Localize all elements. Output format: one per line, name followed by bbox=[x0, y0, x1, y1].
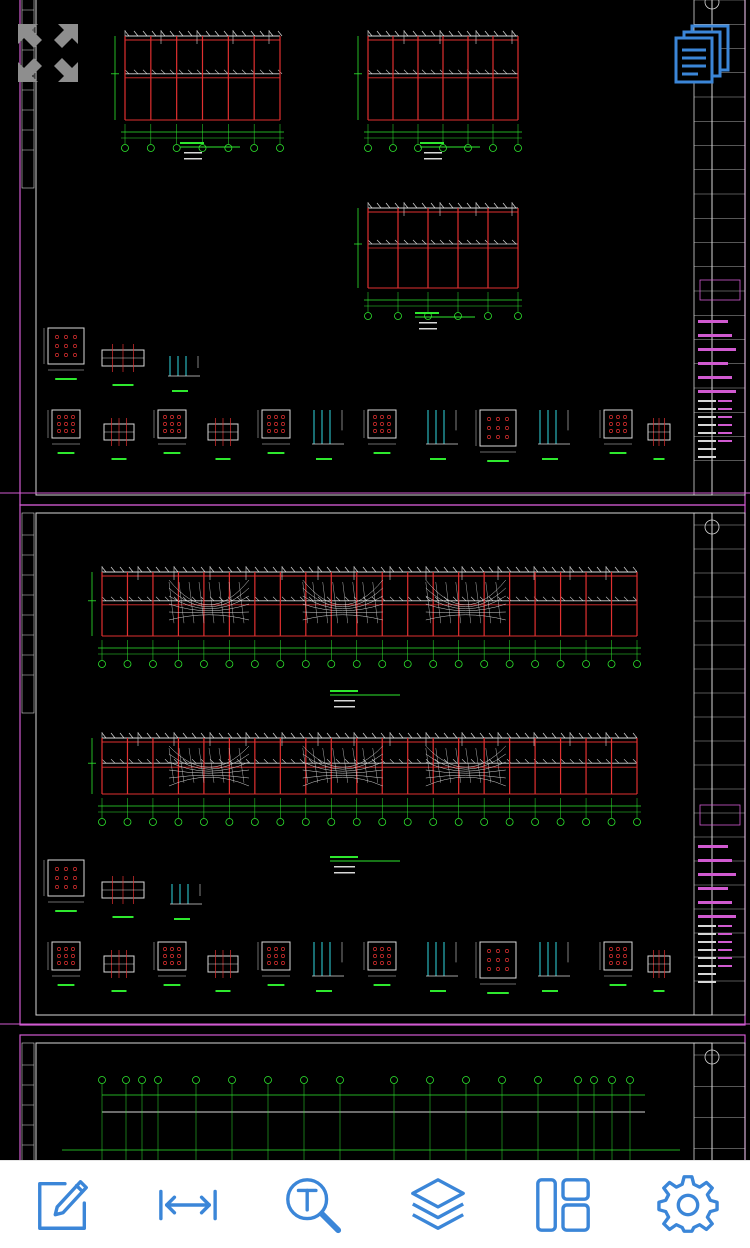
detail-drawing bbox=[103, 418, 135, 460]
cad-drawing[interactable] bbox=[0, 0, 750, 1160]
detail-drawing bbox=[153, 941, 187, 986]
stacked-documents-icon bbox=[674, 24, 730, 84]
detail-drawing bbox=[47, 941, 81, 986]
detail-drawing bbox=[538, 942, 570, 992]
detail-drawing bbox=[312, 942, 344, 992]
detail-drawing bbox=[475, 941, 517, 994]
elevation-view bbox=[111, 30, 284, 152]
detail-drawing bbox=[426, 942, 458, 992]
settings-button[interactable] bbox=[656, 1173, 720, 1237]
detail-drawing bbox=[426, 410, 458, 460]
detail-drawing bbox=[538, 410, 570, 460]
elevation-view bbox=[354, 30, 522, 152]
elevation-view bbox=[88, 566, 641, 668]
detail-drawing bbox=[43, 327, 85, 380]
detail-drawing bbox=[599, 409, 633, 454]
detail-drawing bbox=[363, 941, 397, 986]
detail-drawing bbox=[312, 410, 344, 460]
drawing-canvas[interactable] bbox=[0, 0, 750, 1160]
layers-button[interactable] bbox=[406, 1173, 470, 1237]
layers-icon bbox=[410, 1177, 465, 1230]
detail-drawing bbox=[257, 409, 291, 454]
detail-drawing bbox=[101, 344, 145, 386]
text-search-icon bbox=[285, 1177, 341, 1233]
detail-drawing bbox=[207, 418, 239, 460]
detail-drawing bbox=[207, 950, 239, 992]
detail-drawing bbox=[101, 876, 145, 918]
text-search-button[interactable] bbox=[281, 1173, 345, 1237]
layout-panels-icon bbox=[535, 1177, 590, 1232]
detail-drawing bbox=[43, 859, 85, 912]
detail-drawing bbox=[647, 418, 671, 460]
measure-button[interactable] bbox=[156, 1173, 220, 1237]
detail-drawing bbox=[647, 950, 671, 992]
gear-icon bbox=[656, 1174, 719, 1233]
measure-distance-icon bbox=[158, 1189, 217, 1220]
detail-drawing bbox=[599, 941, 633, 986]
pencil-edit-icon bbox=[37, 1179, 88, 1230]
detail-drawing bbox=[170, 884, 202, 920]
detail-drawing bbox=[475, 409, 517, 462]
detail-drawing bbox=[363, 409, 397, 454]
layout-button[interactable] bbox=[531, 1173, 595, 1237]
elevation-view bbox=[354, 202, 522, 320]
detail-drawing bbox=[153, 409, 187, 454]
sheets-button[interactable] bbox=[672, 22, 734, 86]
detail-drawing bbox=[257, 941, 291, 986]
edit-button[interactable] bbox=[31, 1173, 95, 1237]
detail-drawing bbox=[168, 356, 200, 392]
bottom-toolbar bbox=[0, 1160, 750, 1248]
detail-drawing bbox=[47, 409, 81, 454]
fullscreen-button[interactable] bbox=[14, 20, 82, 86]
elevation-view bbox=[88, 732, 641, 826]
drawing-sheet bbox=[19, 1034, 746, 1160]
detail-drawing bbox=[103, 950, 135, 992]
expand-arrows-icon bbox=[18, 24, 78, 82]
drawing-sheet bbox=[19, 504, 746, 1026]
